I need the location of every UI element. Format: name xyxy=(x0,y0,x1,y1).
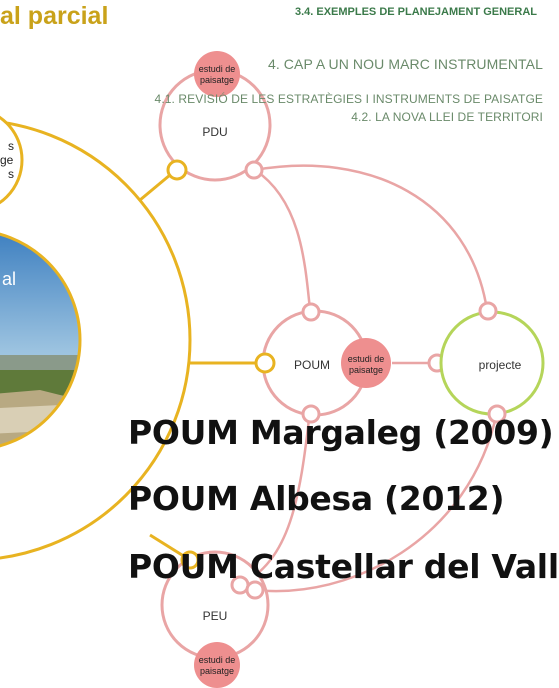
nav-item-revisio-estrategies[interactable]: 4.1. REVISIÓ DE LES ESTRATÈGIES I INSTRU… xyxy=(154,92,543,106)
main-ring xyxy=(0,120,192,560)
poum-badge xyxy=(341,338,391,388)
peu-badge xyxy=(194,642,240,688)
page-title: al parcial xyxy=(0,2,109,30)
example-poum-margaleg: POUM Margaleg (2009) xyxy=(128,413,554,452)
peu-label: PEU xyxy=(203,609,228,623)
photo-caption: al xyxy=(2,269,16,289)
left-ring xyxy=(0,115,24,205)
nav-item-marc-instrumental[interactable]: 4. CAP A UN NOU MARC INSTRUMENTAL xyxy=(267,56,543,72)
pdu-badge xyxy=(194,51,240,97)
example-poum-castellar: POUM Castellar del Vall xyxy=(128,547,559,586)
projecte-label: projecte xyxy=(479,358,522,372)
poum-label: POUM xyxy=(294,358,330,372)
pdu-label: PDU xyxy=(202,125,227,139)
example-poum-albesa: POUM Albesa (2012) xyxy=(128,479,505,518)
nav-item-llei-territori[interactable]: 4.2. LA NOVA LLEI DE TERRITORI xyxy=(351,110,543,124)
section-heading: 3.4. EXEMPLES DE PLANEJAMENT GENERAL xyxy=(294,6,537,18)
planning-diagram: s ge s al PDU POUM projecte PEU estudi d… xyxy=(0,51,545,688)
landscape-photo xyxy=(0,230,82,450)
left-ring-text-1: s xyxy=(8,139,14,153)
left-ring-text-3: s xyxy=(8,167,14,181)
left-ring-text-2: ge xyxy=(0,153,14,167)
